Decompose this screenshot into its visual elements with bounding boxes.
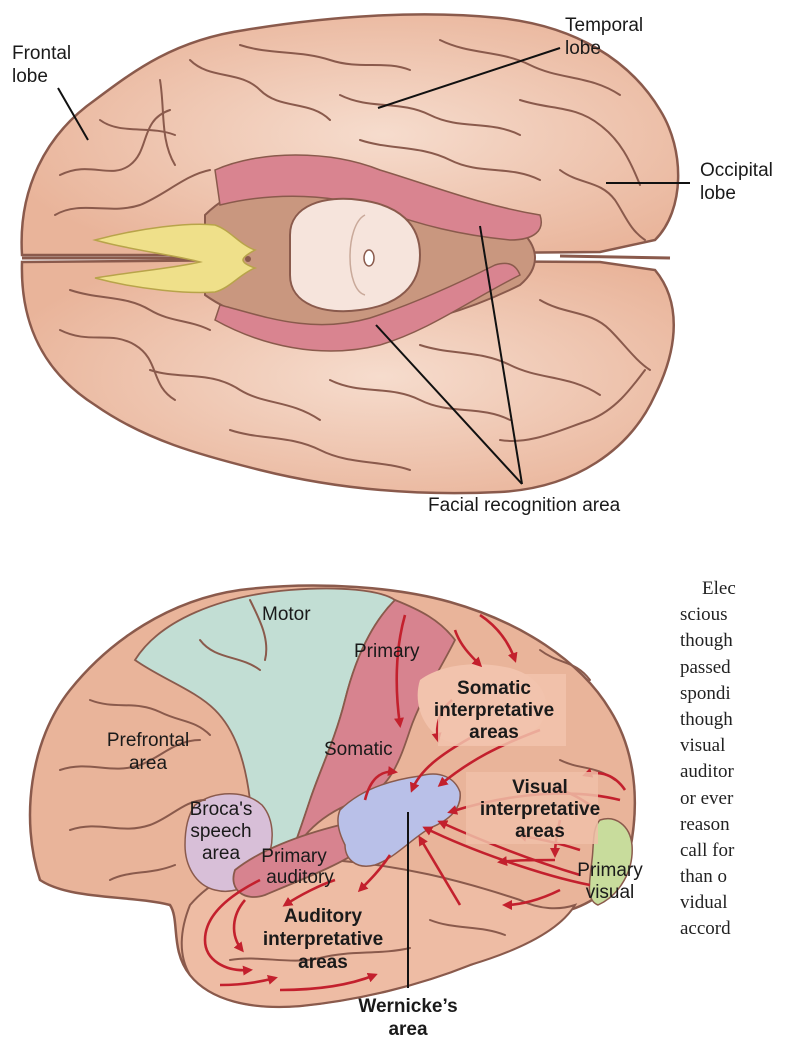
somatic-interpretative-label-line2: interpretative bbox=[434, 700, 554, 721]
visual-interpretative-label-line1: Visual bbox=[512, 777, 568, 798]
body-text-line: accord bbox=[680, 918, 731, 940]
frontal-lobe-label-line2: lobe bbox=[12, 66, 48, 87]
inferior-brain-view: Frontal lobe Temporal lobe Occipital lob… bbox=[12, 13, 773, 516]
visual-interpretative-label-line2: interpretative bbox=[480, 799, 600, 820]
body-text-line: call for bbox=[680, 839, 735, 861]
lower-hemisphere bbox=[20, 258, 675, 495]
primary-auditory-label-line1: Primary bbox=[261, 846, 327, 867]
auditory-interpretative-label-line1: Auditory bbox=[284, 906, 363, 927]
temporal-lobe-leader bbox=[377, 47, 561, 109]
prefrontal-label-line2: area bbox=[129, 753, 167, 774]
lateral-brain-view: Motor Primary Somatic Somatic interpreta… bbox=[28, 584, 643, 1040]
broca-label-line3: area bbox=[202, 843, 240, 864]
body-text-line: auditor bbox=[680, 761, 734, 783]
occipital-lobe-label-line2: lobe bbox=[700, 183, 736, 204]
primary-auditory-label-line2: auditory bbox=[266, 867, 334, 888]
facial-recognition-area-lower bbox=[214, 262, 521, 352]
primary-visual-area bbox=[588, 818, 633, 906]
facial-recognition-leader-1 bbox=[479, 225, 523, 485]
body-text-column: Elec scious though passed spondi though … bbox=[680, 576, 788, 943]
primary-somatic-label: Primary bbox=[354, 641, 420, 662]
somatic-label: Somatic bbox=[324, 739, 393, 760]
body-text-line: spondi bbox=[680, 682, 731, 704]
broca-label-line1: Broca's bbox=[190, 799, 253, 820]
temporal-lobe-label-line2: lobe bbox=[565, 38, 601, 59]
body-text-line: though bbox=[680, 630, 733, 652]
body-text-line: visual bbox=[680, 735, 726, 757]
visual-interpretative-label-line3: areas bbox=[515, 821, 565, 842]
body-text-line: scious bbox=[680, 604, 728, 626]
frontal-lobe-leader bbox=[57, 87, 89, 141]
body-text-line: or ever bbox=[680, 787, 734, 809]
prefrontal-label-line1: Prefrontal bbox=[107, 730, 189, 751]
optic-chiasm bbox=[92, 223, 258, 294]
facial-recognition-label: Facial recognition area bbox=[428, 495, 621, 516]
wernicke-label-line1: Wernicke’s bbox=[358, 996, 457, 1017]
body-text-line: though bbox=[680, 708, 733, 730]
broca-label-line2: speech bbox=[190, 821, 251, 842]
primary-visual-label-line2: visual bbox=[586, 882, 635, 903]
upper-hemisphere bbox=[20, 13, 680, 257]
somatic-interpretative-label-line3: areas bbox=[469, 722, 519, 743]
body-text-line: reason bbox=[680, 813, 730, 835]
auditory-interpretative-label-line2: interpretative bbox=[263, 929, 383, 950]
body-text-line: passed bbox=[680, 656, 731, 678]
somatic-interpretative-label-line1: Somatic bbox=[457, 678, 531, 699]
frontal-lobe-label-line1: Frontal bbox=[12, 43, 71, 64]
primary-visual-label-line1: Primary bbox=[577, 860, 643, 881]
body-text-line: than o bbox=[680, 866, 727, 888]
body-text-line: vidual bbox=[680, 892, 728, 914]
pons bbox=[289, 197, 422, 313]
occipital-lobe-label-line1: Occipital bbox=[700, 160, 773, 181]
motor-label: Motor bbox=[262, 604, 311, 625]
auditory-interpretative-label-line3: areas bbox=[298, 952, 348, 973]
temporal-lobe-label-line1: Temporal bbox=[565, 15, 643, 36]
facial-recognition-leader-2 bbox=[375, 324, 523, 485]
wernicke-label-line2: area bbox=[388, 1019, 428, 1040]
body-text-line: Elec bbox=[702, 578, 736, 599]
